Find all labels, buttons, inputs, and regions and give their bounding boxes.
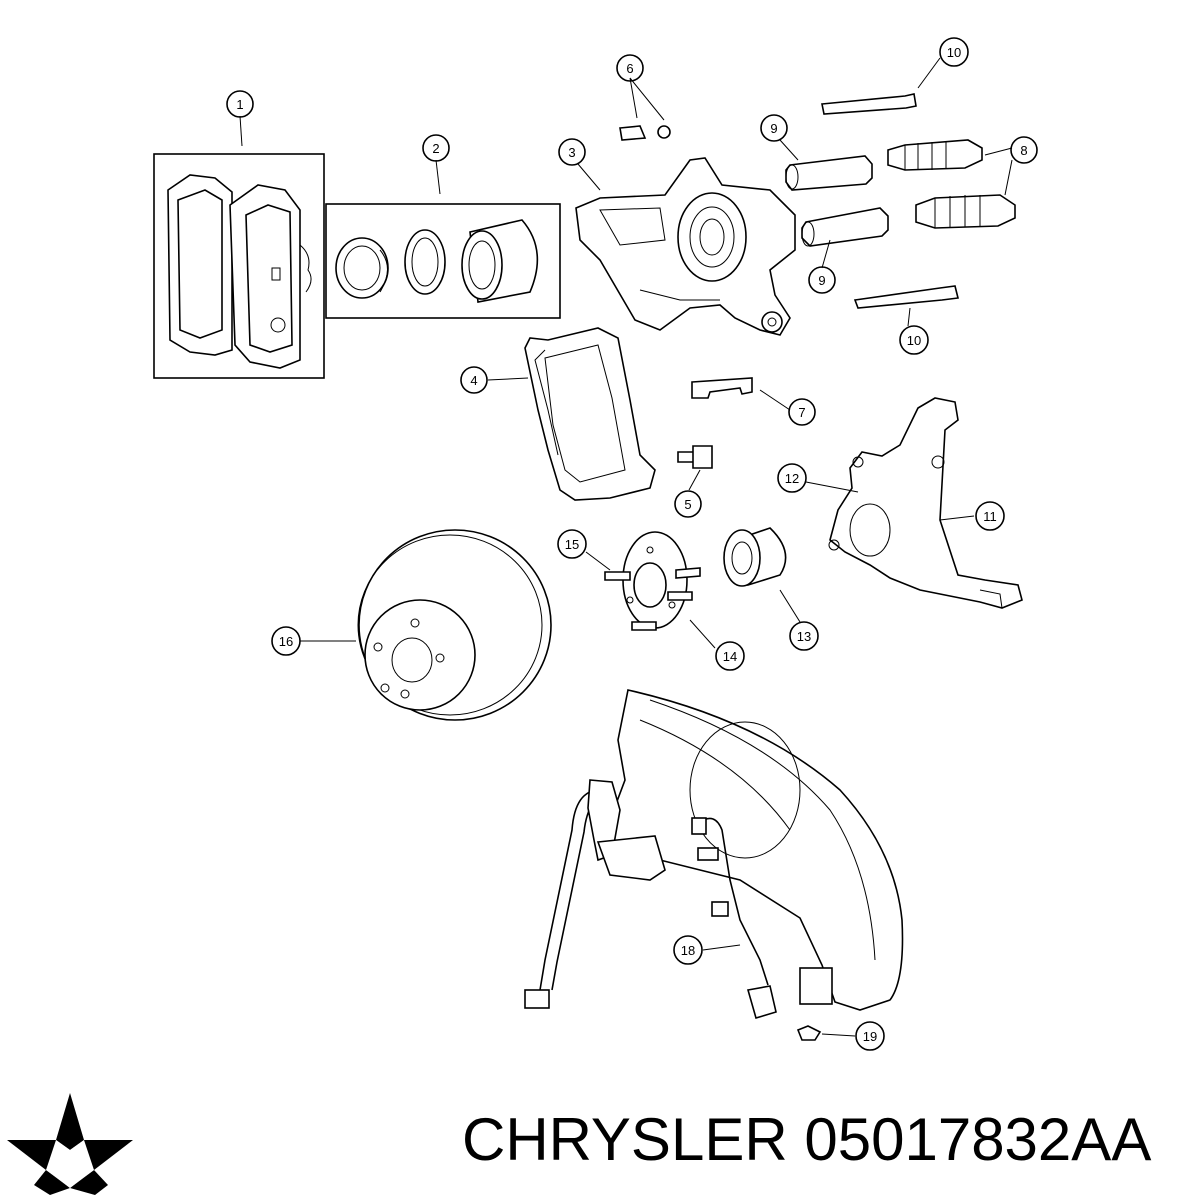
part-piston-seal-kit — [325, 203, 561, 319]
callout-8-label: 8 — [1020, 143, 1027, 158]
callout-10-lower: 10 — [899, 325, 929, 355]
callout-9-upper-label: 9 — [770, 121, 777, 136]
part-number: 05017832AA — [804, 1106, 1152, 1173]
pentastar-logo-icon — [7, 1093, 133, 1200]
callout-1-label: 1 — [236, 97, 243, 112]
callout-8: 8 — [1010, 136, 1038, 164]
callouts: 1 2 3 4 5 6 7 8 9 9 10 10 11 12 13 14 15… — [226, 37, 1038, 1051]
callout-5-label: 5 — [684, 497, 691, 512]
part-guide-pin-boots — [887, 139, 1016, 229]
brand-and-part-number: CHRYSLER 05017832AA — [462, 1110, 1151, 1170]
callout-19: 19 — [855, 1021, 885, 1051]
part-hub — [604, 531, 701, 631]
part-bleeder-screw — [619, 125, 671, 141]
callout-18: 18 — [673, 935, 703, 965]
callout-4: 4 — [460, 366, 488, 394]
callout-9-lower: 9 — [808, 266, 836, 294]
callout-19-label: 19 — [863, 1029, 877, 1044]
callout-3-label: 3 — [568, 145, 575, 160]
part-bolt-5 — [677, 445, 713, 469]
part-caliper — [575, 157, 796, 336]
callout-15: 15 — [557, 529, 587, 559]
callout-3: 3 — [558, 138, 586, 166]
callout-13-label: 13 — [797, 629, 811, 644]
callout-16: 16 — [271, 626, 301, 656]
callout-9-lower-label: 9 — [818, 273, 825, 288]
callout-13: 13 — [789, 621, 819, 651]
callout-6: 6 — [616, 54, 644, 82]
callout-10-upper: 10 — [939, 37, 969, 67]
part-brake-rotor — [357, 529, 552, 721]
callout-12: 12 — [777, 463, 807, 493]
callout-12-label: 12 — [785, 471, 799, 486]
callout-7-label: 7 — [798, 405, 805, 420]
callout-9-upper: 9 — [760, 114, 788, 142]
callout-11-label: 11 — [983, 509, 997, 524]
part-caliper-adapter — [524, 327, 656, 501]
part-wheel-bearing — [723, 527, 787, 587]
part-brake-pads — [153, 153, 325, 379]
part-guide-pins — [785, 155, 889, 247]
part-wheel-speed-sensor — [524, 779, 777, 1019]
callout-14: 14 — [715, 641, 745, 671]
part-guide-bolts — [821, 93, 959, 309]
callout-10-upper-label: 10 — [947, 45, 961, 60]
callout-5: 5 — [674, 490, 702, 518]
part-bolt-19 — [796, 1025, 822, 1041]
callout-2: 2 — [422, 134, 450, 162]
callout-2-label: 2 — [432, 141, 439, 156]
brand-name: CHRYSLER — [462, 1106, 788, 1173]
part-steering-knuckle — [828, 397, 1023, 609]
part-clip — [691, 377, 753, 399]
callout-6-label: 6 — [626, 61, 633, 76]
callout-11: 11 — [975, 501, 1005, 531]
callout-10-lower-label: 10 — [907, 333, 921, 348]
callout-14-label: 14 — [723, 649, 737, 664]
callout-16-label: 16 — [279, 634, 293, 649]
callout-15-label: 15 — [565, 537, 579, 552]
leader-lines — [239, 57, 1013, 1037]
part-splash-shield — [609, 689, 904, 1011]
callout-4-label: 4 — [470, 373, 477, 388]
callout-1: 1 — [226, 90, 254, 118]
callout-18-label: 18 — [681, 943, 695, 958]
callout-7: 7 — [788, 398, 816, 426]
